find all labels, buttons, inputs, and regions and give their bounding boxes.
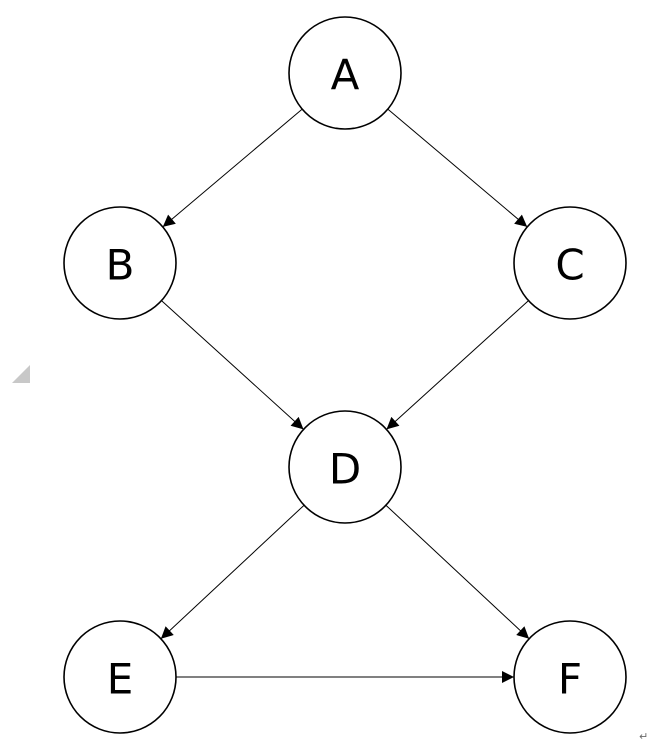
node-circle: [63, 206, 177, 320]
edge-b-d: [161, 300, 304, 430]
node-c: C: [513, 206, 627, 320]
node-b: B: [63, 206, 177, 320]
node-e: E: [63, 620, 177, 734]
edges-layer: [160, 108, 530, 683]
node-label: C: [555, 241, 584, 290]
node-circle: [288, 16, 402, 130]
edge-c-d: [386, 300, 529, 430]
node-d: D: [288, 410, 402, 524]
node-label: B: [106, 241, 135, 290]
node-label: A: [331, 51, 360, 100]
node-circle: [288, 410, 402, 524]
node-circle: [513, 620, 627, 734]
node-label: D: [329, 445, 361, 494]
edge-a-b: [162, 108, 303, 228]
node-a: A: [288, 16, 402, 130]
node-circle: [513, 206, 627, 320]
node-f: F: [513, 620, 627, 734]
edge-a-c: [387, 108, 528, 228]
edge-d-f: [385, 504, 530, 640]
paragraph-mark-icon: ↵: [639, 730, 648, 743]
node-circle: [63, 620, 177, 734]
nodes-layer: A B C D E F: [63, 16, 627, 734]
margin-corner-icon: [12, 365, 30, 383]
node-label: F: [558, 655, 582, 704]
node-label: E: [107, 655, 134, 704]
edge-d-e: [160, 504, 305, 640]
